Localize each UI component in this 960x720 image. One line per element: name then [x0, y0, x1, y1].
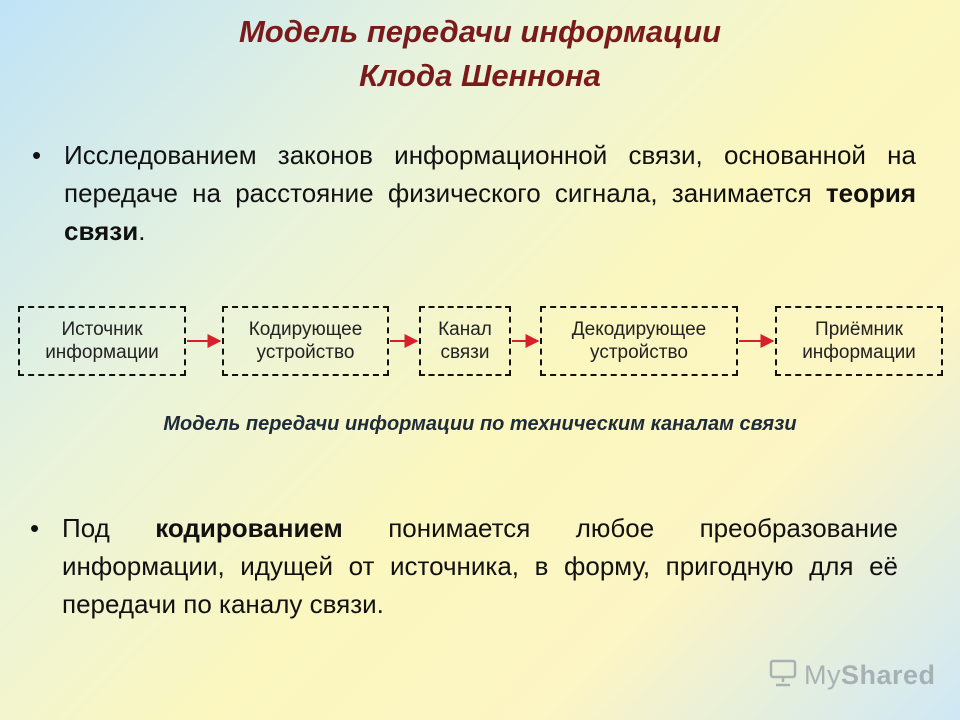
title-line-1: Модель передачи информации	[238, 14, 722, 49]
bullet: •	[30, 513, 40, 543]
paragraph-pre: Под	[62, 513, 156, 543]
paragraph-communication-theory: • Исследованием законов информационной с…	[32, 136, 916, 250]
logo-text-light: My	[804, 659, 841, 690]
paragraph-encoding: • Под кодированием понимается любое прео…	[30, 509, 898, 623]
diagram-box-decoder: Декодирующее устройство	[540, 306, 738, 376]
box-label-line-1: Декодирующее	[571, 319, 707, 340]
paragraph-bold-term: кодированием	[155, 513, 343, 543]
title-line-2: Клода Шеннона	[359, 58, 601, 93]
paragraph-text: понимается любое преобразование информац…	[62, 513, 898, 619]
diagram-box-encoder: Кодирующее устройство	[222, 306, 389, 376]
box-label-line-2: информации	[802, 342, 916, 363]
diagram-box-source: Источник информации	[18, 306, 186, 376]
diagram-caption: Модель передачи информации по технически…	[163, 413, 797, 435]
paragraph-end: .	[138, 216, 146, 246]
logo-text: MyShared	[804, 660, 936, 691]
box-label-line-2: устройство	[590, 342, 688, 363]
slide-title: Модель передачи информации Клода Шеннона	[0, 10, 960, 98]
box-label-line-2: информации	[45, 342, 159, 363]
logo-text-bold: Shared	[841, 659, 936, 690]
box-label-line-2: связи	[440, 342, 490, 363]
box-label-line-2: устройство	[256, 342, 355, 363]
box-label-line-1: Канал	[438, 319, 492, 340]
paragraph-bold-term: теория связи	[64, 178, 916, 246]
paragraph-text: Исследованием законов информационной свя…	[64, 140, 916, 208]
bullet: •	[32, 140, 42, 170]
presentation-board-icon	[768, 658, 798, 693]
box-label-line-1: Приёмник	[815, 319, 903, 340]
box-label-line-1: Источник	[61, 319, 143, 340]
diagram-box-receiver: Приёмник информации	[775, 306, 943, 376]
diagram-box-channel: Канал связи	[419, 306, 511, 376]
box-label-line-1: Кодирующее	[248, 319, 363, 340]
myshared-logo: MyShared	[768, 655, 936, 695]
